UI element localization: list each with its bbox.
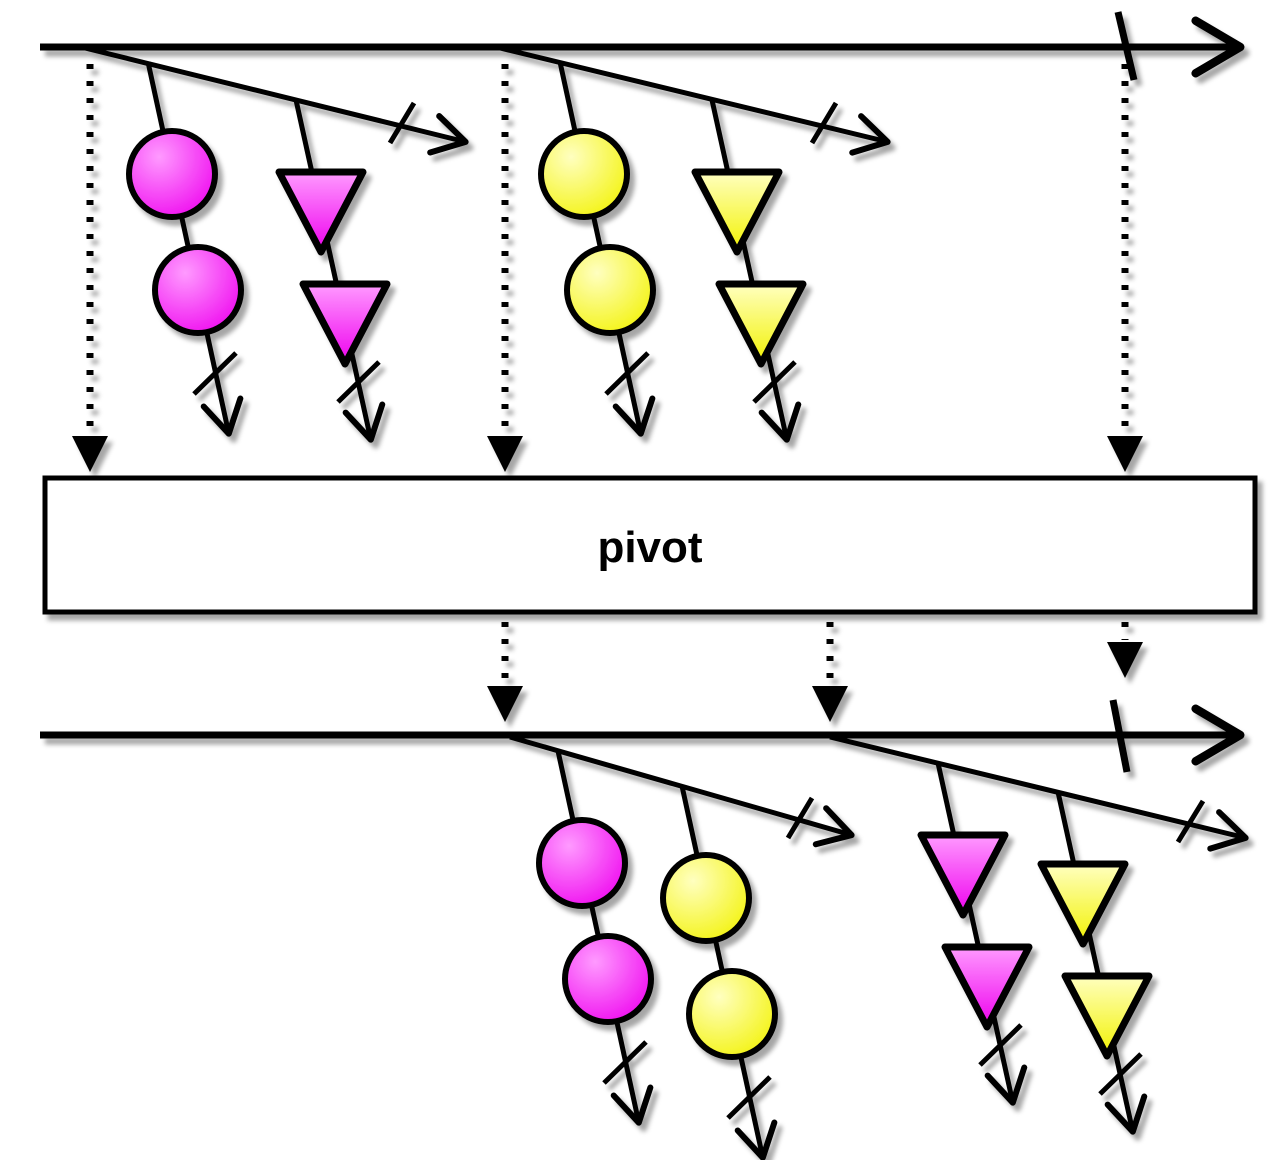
chain-yellow-triangles [1041, 792, 1149, 1128]
dashed-arrow-left [72, 64, 108, 472]
chain-yellow-circles [663, 786, 775, 1154]
bucket-null-tick [387, 101, 417, 145]
solid-arrowhead [487, 436, 523, 472]
upper-right-bucket [499, 45, 891, 436]
chain-magenta-triangles [279, 100, 387, 436]
pivot-label: pivot [597, 523, 702, 572]
solid-arrowhead [812, 686, 848, 722]
bucket-arrow [509, 734, 855, 848]
chain-yellow-triangles [695, 100, 803, 436]
dashed-arrow-out-left [487, 622, 523, 722]
bucket-null-tick [809, 101, 839, 145]
chain-yellow-circles [541, 62, 653, 430]
upper-list-null-tick [1114, 11, 1138, 81]
chain-magenta-triangles [921, 763, 1029, 1099]
bucket-arrow [829, 734, 1249, 852]
chain-magenta-circles [539, 751, 651, 1119]
upper-left-bucket [84, 45, 469, 436]
dashed-arrow-right [1107, 64, 1143, 472]
bucket-arrow [84, 45, 469, 156]
dashed-arrow-out-right [1107, 622, 1143, 678]
solid-arrowhead [72, 436, 108, 472]
solid-arrowhead [1107, 642, 1143, 678]
pivot-box: pivot [42, 475, 1258, 615]
lower-right-bucket [829, 734, 1249, 1128]
upper-list [40, 11, 1245, 472]
dashed-arrow-out-middle [812, 622, 848, 722]
solid-arrowhead [487, 686, 523, 722]
solid-arrowhead [1107, 436, 1143, 472]
lower-list [40, 622, 1249, 1154]
dashed-arrow-middle [487, 64, 523, 472]
lower-list-null-tick [1109, 699, 1131, 773]
bucket-null-tick [1175, 799, 1206, 844]
lower-left-bucket [509, 734, 855, 1154]
bucket-arrow [499, 45, 891, 156]
chain-magenta-circles [129, 62, 241, 430]
pivot-box-rect [42, 475, 1258, 615]
bucket-null-tick [785, 796, 815, 840]
